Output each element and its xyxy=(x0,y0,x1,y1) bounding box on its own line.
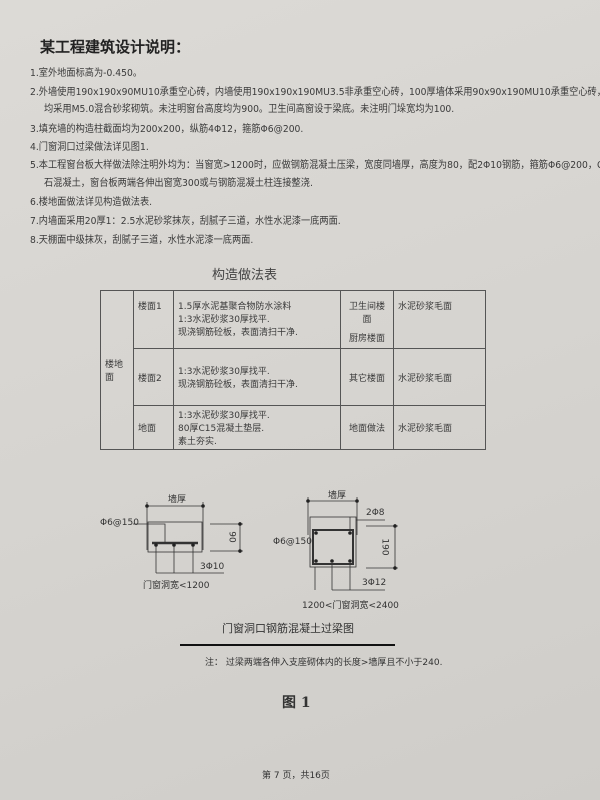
wall-label: 墙厚 xyxy=(328,491,347,501)
layer: 现浇钢筋砼板，表面清扫干净. xyxy=(178,380,298,390)
layer: 1:3水泥砂浆30厚找平. xyxy=(178,315,270,325)
note-line: 3.填充墙的构造柱截面均为200x200，纵筋4Φ12，箍筋Φ6@200. xyxy=(30,124,304,135)
layer: 1:3水泥砂浆30厚找平. xyxy=(178,411,270,421)
table-row: 地面 1:3水泥砂浆30厚找平.80厚C15混凝土垫层.素土夯实. 地面做法 水… xyxy=(101,405,486,450)
note-line: 4.门窗洞口过梁做法详见图1. xyxy=(30,142,149,153)
table-title: 构造做法表 xyxy=(212,268,278,283)
height-label: 190 xyxy=(379,538,390,556)
diagram-note: 注： 过梁两端各伸入支座砌体内的长度>墙厚且不小于240. xyxy=(205,658,443,668)
use: 卫生间楼面 xyxy=(348,302,385,325)
diagram-caption: 门窗洞口钢筋混凝土过梁图 xyxy=(222,622,354,635)
row-name: 地面 xyxy=(133,405,174,450)
range-label: 门窗洞宽<1200 xyxy=(143,581,210,591)
layer: 素土夯实. xyxy=(178,437,217,447)
layer: 80厚C15混凝土垫层. xyxy=(178,424,265,434)
finish: 水泥砂浆毛面 xyxy=(393,290,486,349)
document-title: 某工程建筑设计说明： xyxy=(40,38,191,56)
figure-label: 图 1 xyxy=(282,695,311,711)
note-line: 5.本工程窗台板大样做法除注明外均为：当窗宽>1200时，应做钢筋混凝土压梁，宽… xyxy=(30,160,600,171)
top-bars-label: 2Φ8 xyxy=(366,508,385,518)
finish: 水泥砂浆毛面 xyxy=(393,405,486,450)
range-label: 1200<门窗洞宽<2400 xyxy=(302,601,399,611)
stirrup-label: Φ6@150 xyxy=(100,518,139,528)
note-line: 1.室外地面标高为-0.450。 xyxy=(30,68,143,79)
bars-label: 3Φ12 xyxy=(362,578,387,588)
note-line: 均采用M5.0混合砂浆砌筑。未注明窗台高度均为900。卫生间高窗设于梁底。未注明… xyxy=(44,104,455,115)
stirrup-label: Φ6@150 xyxy=(273,537,312,547)
note-line: 6.楼地面做法详见构造做法表. xyxy=(30,197,153,208)
bars-label: 3Φ10 xyxy=(200,562,225,572)
page-footer: 第 7 页，共16页 xyxy=(262,771,330,781)
height-label: 90 xyxy=(226,531,237,543)
wall-label: 墙厚 xyxy=(168,495,187,505)
note-line: 7.内墙面采用20厚1：2.5水泥砂浆抹灰，刮腻子三道，水性水泥漆一底两面. xyxy=(30,216,341,227)
note-line: 石混凝土，窗台板两端各伸出窗宽300或与钢筋混凝土柱连接整浇. xyxy=(44,178,313,189)
group-cell: 楼地面 xyxy=(100,290,134,450)
layer: 1:3水泥砂浆30厚找平. xyxy=(178,367,270,377)
layer: 1.5厚水泥基聚合物防水涂料 xyxy=(178,302,292,312)
note-line: 8.天棚面中级抹灰，刮腻子三道，水性水泥漆一底两面. xyxy=(30,235,254,246)
note-line: 2.外墙使用190x190x90MU10承重空心砖，内墙使用190x190x19… xyxy=(30,87,600,98)
use: 厨房楼面 xyxy=(348,334,385,344)
layer: 现浇钢筋砼板，表面清扫干净. xyxy=(178,328,298,338)
use: 其它楼面 xyxy=(340,348,394,406)
